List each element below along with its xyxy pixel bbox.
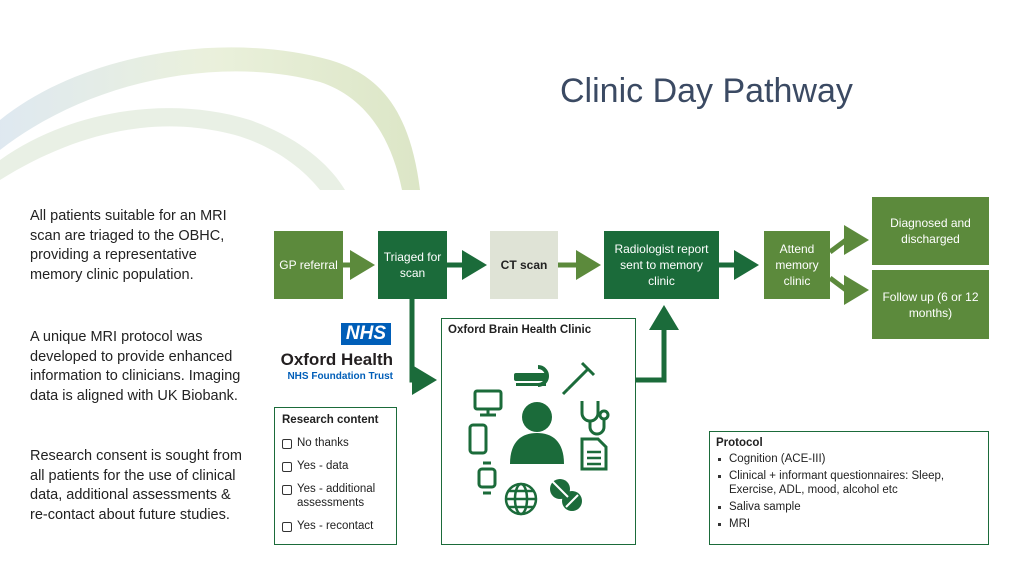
protocol-item: Clinical + informant questionnaires: Sle… bbox=[716, 469, 982, 497]
document-icon bbox=[580, 437, 608, 471]
clinic-title: Oxford Brain Health Clinic bbox=[448, 324, 592, 336]
pills-icon bbox=[550, 479, 582, 511]
person-icon bbox=[510, 402, 564, 464]
diagnosed-box: Diagnosed and discharged bbox=[872, 197, 989, 265]
research-option: Yes - data bbox=[282, 459, 389, 473]
mri-protocol-paragraph: A unique MRI protocol was developed to p… bbox=[30, 329, 241, 404]
computer-monitor-icon bbox=[473, 389, 503, 417]
protocol-item: MRI bbox=[716, 517, 982, 531]
diagnosed-label: Diagnosed and discharged bbox=[890, 216, 971, 246]
research-option: Yes - additional assessments bbox=[282, 482, 389, 510]
protocol-item: Saliva sample bbox=[716, 500, 982, 514]
syringe-icon bbox=[561, 361, 596, 396]
smartwatch-icon bbox=[477, 461, 497, 495]
protocol-item-label: Saliva sample bbox=[729, 501, 801, 513]
research-option: Yes - recontact bbox=[282, 519, 389, 533]
ct-scan-box: CT scan bbox=[490, 231, 558, 299]
bullet-icon bbox=[718, 523, 721, 526]
followup-box: Follow up (6 or 12 months) bbox=[872, 270, 989, 339]
checkbox-icon bbox=[282, 522, 292, 532]
research-consent-paragraph: Research consent is sought from all pati… bbox=[30, 448, 242, 523]
nhs-badge: NHS bbox=[340, 323, 391, 345]
globe-icon bbox=[504, 482, 538, 516]
radiologist-box: Radiologist report sent to memory clinic bbox=[604, 231, 719, 299]
nhs-trust-name: NHS Foundation Trust bbox=[287, 371, 393, 382]
brain-health-clinic-box: Oxford Brain Health Clinic bbox=[441, 318, 636, 545]
bullet-icon bbox=[718, 475, 721, 478]
smartphone-icon bbox=[468, 423, 488, 455]
protocol-item-label: Clinical + informant questionnaires: Sle… bbox=[729, 470, 945, 496]
clinic-icons bbox=[468, 361, 610, 516]
gp-referral-label: GP referral bbox=[279, 258, 338, 272]
attend-clinic-box: Attend memory clinic bbox=[764, 231, 830, 299]
protocol-title: Protocol bbox=[716, 437, 763, 449]
bullet-icon bbox=[718, 506, 721, 509]
nhs-logo: NHS Oxford Health NHS Foundation Trust bbox=[275, 323, 393, 385]
checkbox-icon bbox=[282, 462, 292, 472]
protocol-item: Cognition (ACE-III) bbox=[716, 452, 982, 466]
research-content-box: Research content No thanks Yes - data Ye… bbox=[274, 407, 397, 545]
research-content-title: Research content bbox=[282, 414, 379, 426]
research-option-label: Yes - additional assessments bbox=[297, 483, 376, 509]
research-option-label: Yes - recontact bbox=[297, 520, 374, 532]
intro-paragraph: All patients suitable for an MRI scan ar… bbox=[30, 208, 227, 283]
followup-label: Follow up (6 or 12 months) bbox=[882, 289, 979, 320]
radiologist-label: Radiologist report sent to memory clinic bbox=[614, 242, 709, 288]
nhs-org-name: Oxford Health bbox=[280, 350, 393, 369]
triaged-box: Triaged for scan bbox=[378, 231, 447, 299]
research-option-label: No thanks bbox=[297, 437, 349, 449]
gp-referral-box: GP referral bbox=[274, 231, 343, 299]
stethoscope-icon bbox=[580, 401, 610, 436]
mri-scanner-icon bbox=[514, 365, 549, 387]
checkbox-icon bbox=[282, 439, 292, 449]
triaged-label: Triaged for scan bbox=[383, 250, 442, 280]
bullet-icon bbox=[718, 458, 721, 461]
protocol-item-label: MRI bbox=[729, 518, 751, 530]
research-option: No thanks bbox=[282, 436, 389, 450]
research-option-label: Yes - data bbox=[297, 460, 349, 472]
protocol-box: Protocol Cognition (ACE-III) Clinical + … bbox=[709, 431, 989, 545]
ct-scan-label: CT scan bbox=[500, 258, 548, 272]
checkbox-icon bbox=[282, 485, 292, 495]
protocol-item-label: Cognition (ACE-III) bbox=[729, 453, 826, 465]
page-title: Clinic Day Pathway bbox=[560, 72, 853, 110]
attend-clinic-label: Attend memory clinic bbox=[775, 242, 819, 288]
